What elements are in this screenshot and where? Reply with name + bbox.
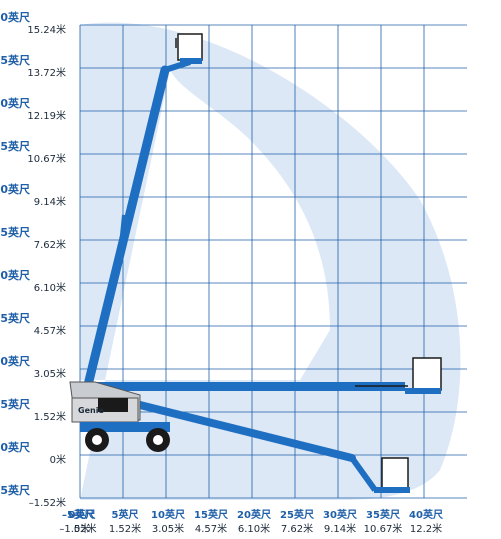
y-tick-label-feet: 35英尺: [0, 139, 30, 153]
y-tick-label-feet: 5英尺: [0, 397, 30, 411]
grid-lines: [79, 24, 467, 499]
x-tick-label-feet: 40英尺: [409, 508, 443, 521]
x-tick-label-feet: 10英尺: [151, 508, 185, 521]
platform-basket-raised: [177, 33, 203, 61]
y-tick-label-feet: 50英尺: [0, 10, 30, 24]
y-tick-label-meters: 4.57米: [34, 324, 66, 337]
x-tick-label-feet: 25英尺: [280, 508, 314, 521]
x-tick-label-meters: 9.14米: [324, 522, 356, 535]
platform-basket-horizontal: [412, 357, 442, 391]
brand-logo-text: Genie: [78, 406, 104, 415]
y-tick-label-feet: 0英尺: [0, 440, 30, 454]
machine-base: Genie: [69, 381, 170, 452]
y-tick-label-meters: 12.19米: [27, 109, 66, 122]
x-tick-label-feet: 5英尺: [112, 508, 139, 521]
y-tick-label-meters: 15.24米: [27, 23, 66, 36]
x-tick-label-feet: 0英尺: [69, 508, 96, 521]
y-tick-label-meters: 0米: [50, 453, 66, 466]
y-tick-label-meters: 13.72米: [27, 66, 66, 79]
platform-basket-below: [381, 457, 409, 491]
x-tick-label-feet: –5英尺: [62, 508, 94, 521]
y-tick-label-feet: 40英尺: [0, 96, 30, 110]
x-tick-label-meters: 10.67米: [364, 522, 403, 535]
x-tick-label-meters: 6.10米: [238, 522, 270, 535]
x-tick-label-feet: 20英尺: [237, 508, 271, 521]
x-tick-label-meters: 0米: [74, 522, 90, 535]
y-tick-label-feet: 25英尺: [0, 225, 30, 239]
x-tick-label-feet: 15英尺: [194, 508, 228, 521]
y-tick-label-feet: 20英尺: [0, 268, 30, 282]
x-tick-label-meters: –1.52米: [59, 522, 96, 535]
x-tick-label-meters: 1.52米: [109, 522, 141, 535]
y-tick-label-feet: 10英尺: [0, 354, 30, 368]
y-tick-label-meters: 3.05米: [34, 367, 66, 380]
y-tick-label-meters: 9.14米: [34, 195, 66, 208]
boom-horizontal: [85, 357, 442, 394]
y-tick-label-meters: 6.10米: [34, 281, 66, 294]
boom-below-grade: [116, 396, 410, 493]
y-tick-label-meters: 10.67米: [27, 152, 66, 165]
boom-raised: [83, 33, 203, 390]
x-tick-label-meters: 4.57米: [195, 522, 227, 535]
y-tick-label-meters: 1.52米: [34, 410, 66, 423]
y-tick-label-meters: 7.62米: [34, 238, 66, 251]
x-tick-label-meters: 12.2米: [410, 522, 442, 535]
x-tick-label-feet: 30英尺: [323, 508, 357, 521]
x-tick-label-feet: 35英尺: [366, 508, 400, 521]
y-tick-label-feet: 30英尺: [0, 182, 30, 196]
working-envelope-area: [80, 22, 461, 501]
x-tick-label-meters: 7.62米: [281, 522, 313, 535]
y-tick-label-feet: 15英尺: [0, 311, 30, 325]
y-tick-label-meters: –1.52米: [29, 496, 66, 509]
y-tick-label-feet: –5英尺: [0, 483, 30, 497]
y-tick-label-feet: 45英尺: [0, 53, 30, 67]
x-tick-label-meters: 3.05米: [152, 522, 184, 535]
